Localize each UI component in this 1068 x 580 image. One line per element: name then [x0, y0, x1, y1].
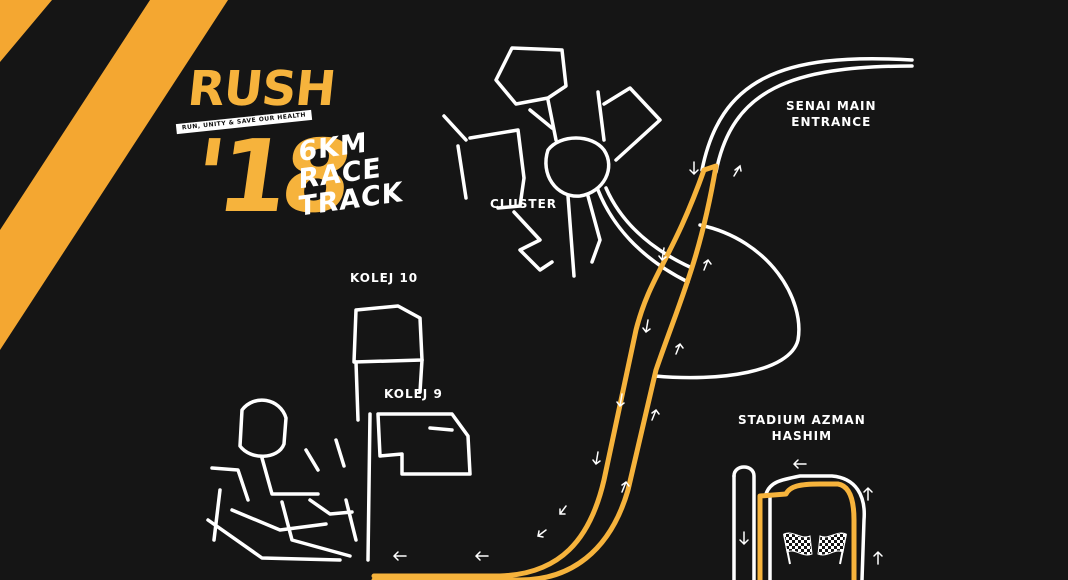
- lane-stripe-left: [0, 0, 52, 62]
- direction-arrow-icon: [559, 505, 567, 515]
- landmark-label-line: STADIUM AZMAN: [738, 413, 866, 427]
- event-logo-title: RUSH: [185, 61, 338, 117]
- landmark-label-line: HASHIM: [771, 429, 833, 443]
- direction-arrow-icon: [392, 551, 407, 561]
- landmark-label-line: SENAI MAIN: [786, 99, 877, 113]
- direction-arrows: [392, 161, 883, 565]
- checkered-flag-icon: [783, 532, 847, 565]
- lane-stripe-right: [0, 0, 228, 350]
- direction-arrow-icon: [616, 393, 625, 408]
- direction-arrow-icon: [733, 164, 742, 177]
- race-route: [371, 163, 857, 580]
- landmark-kolej-10: KOLEJ 10: [350, 271, 419, 285]
- direction-arrow-icon: [792, 459, 807, 469]
- direction-arrow-icon: [642, 319, 651, 334]
- direction-arrow-icon: [651, 408, 660, 421]
- direction-arrow-icon: [621, 480, 630, 493]
- direction-arrow-icon: [474, 551, 489, 561]
- campus-roads: [206, 46, 914, 580]
- landmark-label-line: ENTRANCE: [791, 115, 872, 129]
- direction-arrow-icon: [537, 529, 547, 538]
- landmark-stadium: STADIUM AZMAN HASHIM: [738, 412, 866, 444]
- direction-arrow-icon: [658, 247, 667, 262]
- landmark-senai-entrance: SENAI MAIN ENTRANCE: [786, 98, 877, 130]
- landmark-kolej-9: KOLEJ 9: [384, 387, 443, 401]
- track-title: 6KM RACE TRACK: [299, 124, 404, 223]
- direction-arrow-icon: [703, 258, 712, 271]
- direction-arrow-icon: [689, 161, 699, 176]
- direction-arrow-icon: [863, 486, 873, 501]
- direction-arrow-icon: [675, 342, 684, 355]
- landmark-cluster: CLUSTER: [490, 197, 558, 211]
- direction-arrow-icon: [873, 550, 883, 565]
- direction-arrow-icon: [592, 451, 601, 466]
- direction-arrow-icon: [739, 531, 749, 546]
